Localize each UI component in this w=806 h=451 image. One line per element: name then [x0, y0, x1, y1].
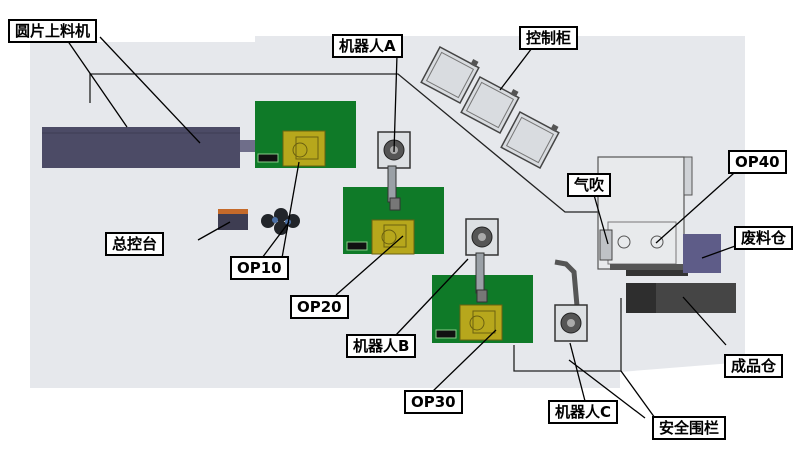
label-robot-a: 机器人A	[332, 34, 403, 58]
op30-machine	[432, 275, 533, 343]
gear-cluster-icon	[261, 208, 300, 235]
label-op30: OP30	[404, 390, 463, 414]
label-finished-bin: 成品仓	[724, 354, 784, 378]
robot-c-icon	[554, 259, 588, 342]
label-control-cabinet: 控制柜	[519, 26, 579, 50]
label-scrap-bin: 废料仓	[734, 226, 794, 250]
label-robot-b: 机器人B	[346, 334, 417, 358]
label-robot-c: 机器人C	[548, 400, 619, 424]
robot-b-icon	[465, 218, 499, 303]
wafer-feeder	[42, 127, 286, 168]
label-op40: OP40	[728, 150, 787, 174]
label-safety-fence: 安全围栏	[652, 416, 727, 440]
safety-fence-bottom	[513, 298, 622, 372]
label-op10: OP10	[230, 256, 289, 280]
label-air-blow: 气吹	[567, 173, 612, 197]
label-op20: OP20	[290, 295, 349, 319]
label-feeder: 圆片上料机	[8, 19, 98, 43]
op40-machine	[597, 156, 693, 276]
finished-bin	[626, 283, 736, 313]
op10-machine	[255, 101, 356, 168]
safety-fence	[89, 73, 598, 213]
leader-lines	[64, 36, 744, 419]
cabinet-icon	[420, 45, 560, 170]
label-main-console: 总控台	[105, 232, 165, 256]
